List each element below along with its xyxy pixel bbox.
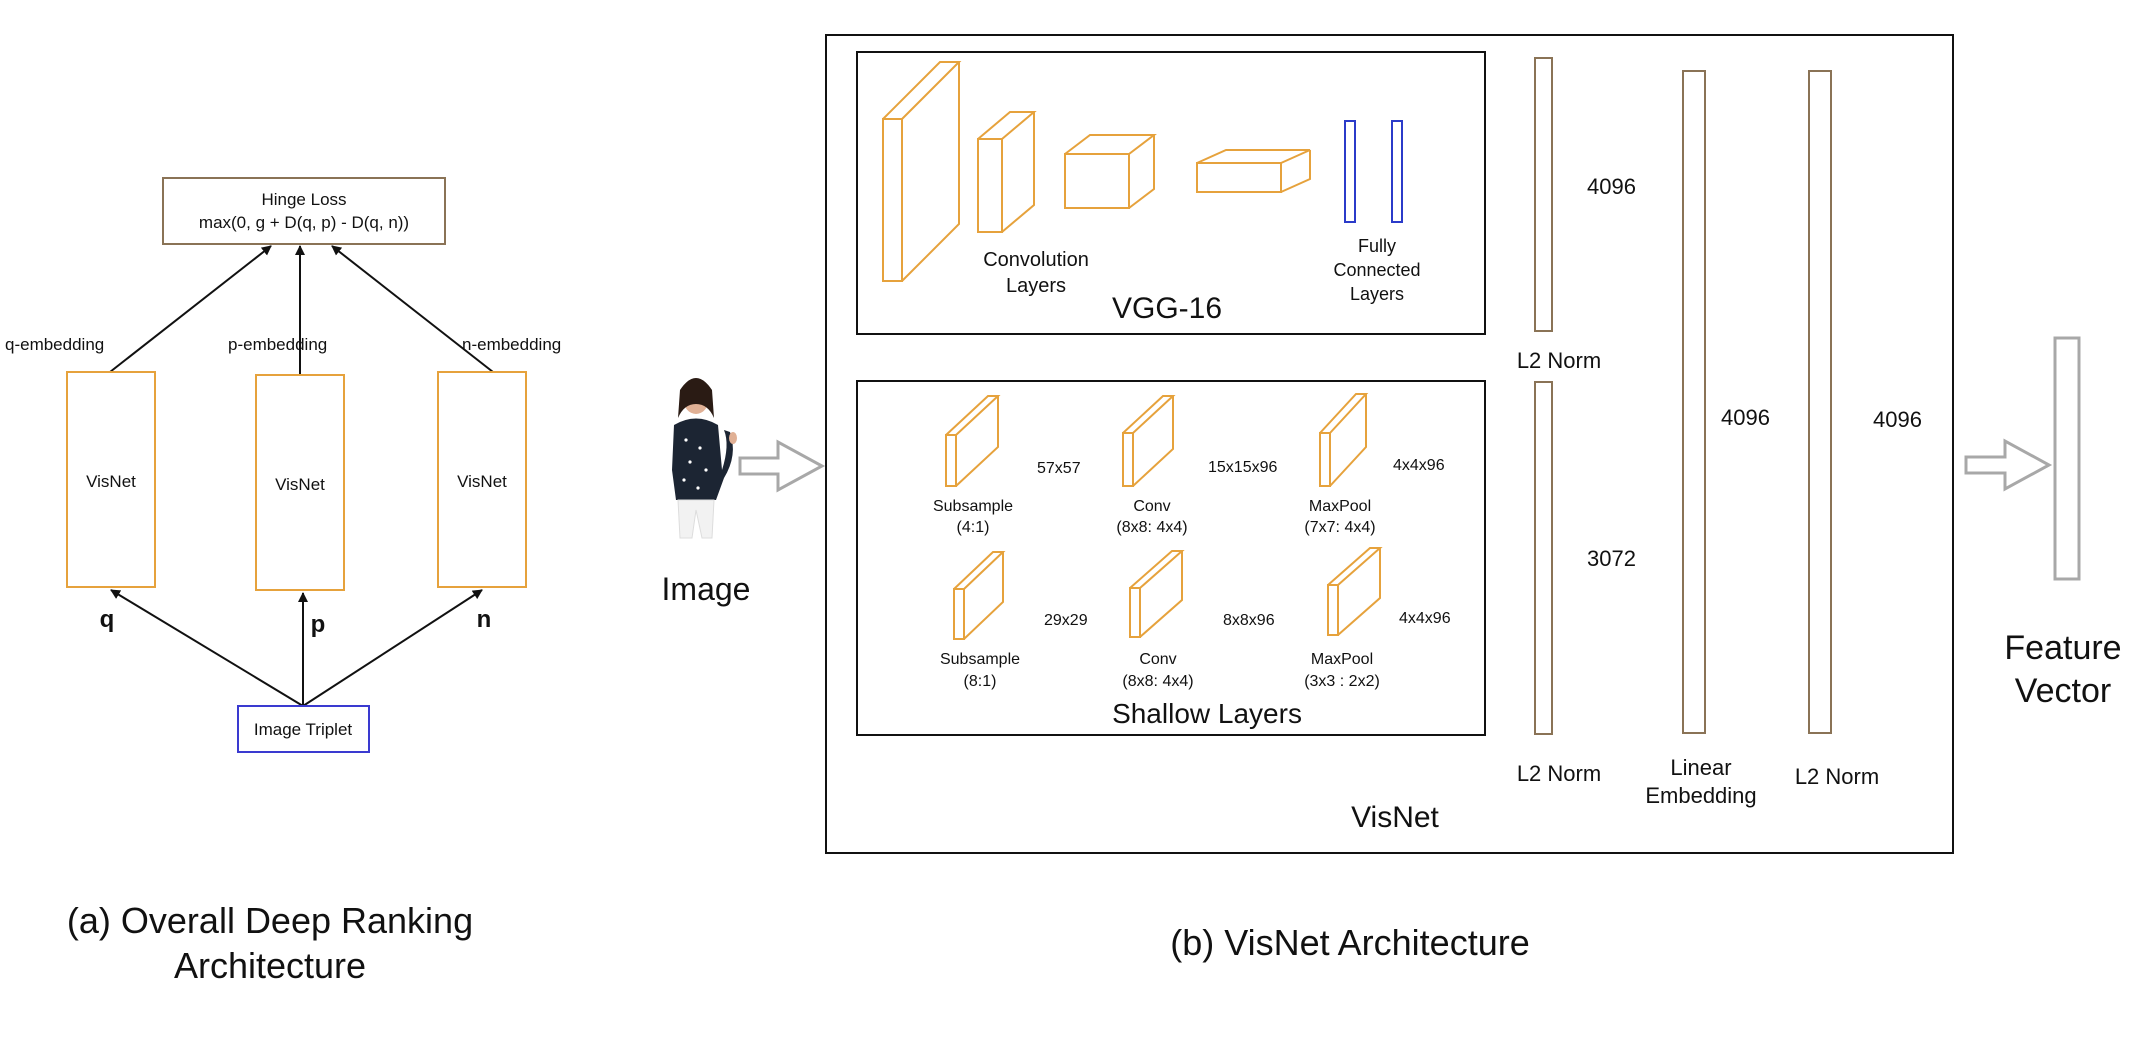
maxpool2-params: (3x3 : 2x2) bbox=[1304, 673, 1380, 690]
left-caption-line1: (a) Overall Deep Ranking bbox=[67, 900, 473, 941]
left-caption-line2: Architecture bbox=[174, 945, 366, 986]
l2norm-vgg-dim: 4096 bbox=[1587, 174, 1636, 199]
maxpool1-params: (7x7: 4x4) bbox=[1304, 519, 1375, 536]
l2norm-final-bar bbox=[1808, 70, 1832, 734]
l2norm-shallow-bar bbox=[1534, 381, 1553, 735]
linear-embedding-dim: 4096 bbox=[1721, 405, 1770, 430]
visnet-title: VisNet bbox=[1351, 801, 1439, 834]
subsample2-block bbox=[953, 551, 1006, 640]
vgg16-box bbox=[856, 51, 1486, 335]
q-embedding-arrow bbox=[109, 245, 272, 373]
linear-embedding-label-2: Embedding bbox=[1645, 783, 1756, 808]
shallow-layers-title: Shallow Layers bbox=[1112, 698, 1302, 729]
maxpool2-dim: 4x4x96 bbox=[1399, 610, 1451, 627]
n-embedding-arrow bbox=[331, 245, 494, 373]
fc-layer-2 bbox=[1391, 120, 1403, 223]
hinge-loss-title: Hinge Loss bbox=[261, 190, 346, 209]
triplet-q-arrow bbox=[110, 589, 304, 707]
person-image bbox=[672, 378, 737, 539]
image-triplet-label: Image Triplet bbox=[254, 720, 353, 739]
conv2-block bbox=[1129, 550, 1185, 638]
shallow-layers-box bbox=[856, 380, 1486, 736]
conv1-block bbox=[1122, 395, 1176, 487]
maxpool2-block bbox=[1327, 547, 1383, 636]
maxpool2-label: MaxPool bbox=[1311, 651, 1373, 668]
l2norm-shallow-dim: 3072 bbox=[1587, 546, 1636, 571]
l2norm-top-label: L2 Norm bbox=[1517, 348, 1601, 373]
fc-layer-1 bbox=[1344, 120, 1356, 223]
hinge-loss-formula: max(0, g + D(q, p) - D(q, n)) bbox=[199, 213, 409, 232]
fc-label-1: Fully bbox=[1358, 236, 1396, 256]
n-label: n bbox=[477, 606, 492, 633]
conv2-dim: 8x8x96 bbox=[1223, 612, 1275, 629]
q-embedding-label: q-embedding bbox=[5, 335, 104, 354]
l2norm-final-dim: 4096 bbox=[1873, 407, 1922, 432]
maxpool1-label: MaxPool bbox=[1309, 498, 1371, 515]
vgg-conv-block-3 bbox=[1064, 134, 1157, 209]
p-label: p bbox=[311, 611, 326, 638]
feature-vector-label-2: Vector bbox=[2015, 672, 2111, 710]
vgg-conv-block-4 bbox=[1196, 149, 1311, 193]
visnet-outer-box bbox=[825, 34, 1954, 854]
feature-vector-bar bbox=[2053, 336, 2081, 581]
subsample1-dim: 57x57 bbox=[1037, 460, 1081, 477]
input-arrow bbox=[738, 439, 826, 493]
image-triplet-box: Image Triplet bbox=[237, 705, 370, 753]
conv1-params: (8x8: 4x4) bbox=[1116, 519, 1187, 536]
conv2-params: (8x8: 4x4) bbox=[1122, 673, 1193, 690]
linear-embedding-bar bbox=[1682, 70, 1706, 734]
conv-layers-label-1: Convolution bbox=[983, 249, 1089, 271]
q-label: q bbox=[100, 606, 115, 633]
fc-label-3: Layers bbox=[1350, 284, 1404, 304]
subsample1-params: (4:1) bbox=[957, 519, 990, 536]
vgg-conv-block-1 bbox=[882, 61, 962, 282]
conv1-label: Conv bbox=[1133, 498, 1170, 515]
conv-layers-label-2: Layers bbox=[1006, 275, 1066, 297]
feature-vector-label-1: Feature bbox=[2004, 629, 2121, 667]
l2norm-final-label: L2 Norm bbox=[1795, 764, 1879, 789]
subsample2-params: (8:1) bbox=[964, 673, 997, 690]
subsample1-block bbox=[945, 395, 1001, 487]
l2norm-bottom-label: L2 Norm bbox=[1517, 761, 1601, 786]
visnet-p-label: VisNet bbox=[275, 475, 325, 494]
vgg-conv-block-2 bbox=[977, 111, 1037, 233]
visnet-p-box: VisNet bbox=[255, 374, 345, 591]
maxpool1-block bbox=[1319, 393, 1369, 487]
output-arrow bbox=[1964, 438, 2053, 492]
subsample2-dim: 29x29 bbox=[1044, 612, 1088, 629]
maxpool1-dim: 4x4x96 bbox=[1393, 457, 1445, 474]
right-caption: (b) VisNet Architecture bbox=[1170, 922, 1529, 963]
hinge-loss-box: Hinge Loss max(0, g + D(q, p) - D(q, n)) bbox=[162, 177, 446, 245]
vgg-conv-blocks bbox=[882, 61, 1311, 282]
shallow-blocks bbox=[945, 393, 1383, 640]
subsample1-label: Subsample bbox=[933, 498, 1013, 515]
triplet-n-arrow bbox=[302, 589, 483, 707]
visnet-q-label: VisNet bbox=[86, 472, 136, 491]
linear-embedding-label-1: Linear bbox=[1670, 755, 1731, 780]
vgg16-title: VGG-16 bbox=[1112, 292, 1222, 325]
visnet-q-box: VisNet bbox=[66, 371, 156, 588]
conv2-label: Conv bbox=[1139, 651, 1176, 668]
n-embedding-label: n-embedding bbox=[462, 335, 561, 354]
conv1-dim: 15x15x96 bbox=[1208, 459, 1277, 476]
fc-label-2: Connected bbox=[1333, 260, 1420, 280]
p-embedding-label: p-embedding bbox=[228, 335, 327, 354]
image-label: Image bbox=[662, 571, 751, 607]
visnet-n-box: VisNet bbox=[437, 371, 527, 588]
subsample2-label: Subsample bbox=[940, 651, 1020, 668]
visnet-n-label: VisNet bbox=[457, 472, 507, 491]
l2norm-vgg-bar bbox=[1534, 57, 1553, 332]
